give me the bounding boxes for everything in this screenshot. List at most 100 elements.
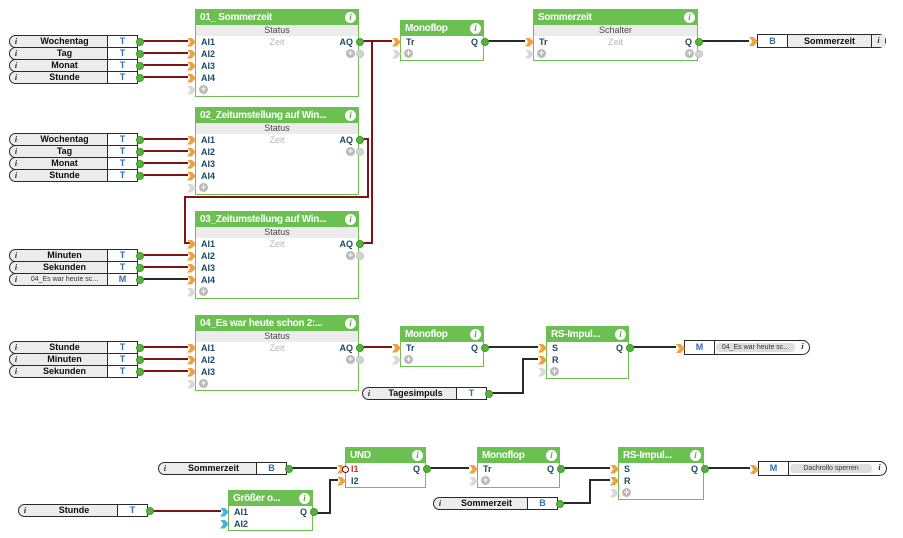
add-input-button[interactable]: + bbox=[199, 286, 208, 296]
add-output-connector[interactable] bbox=[356, 356, 364, 364]
add-input-button[interactable]: + bbox=[404, 354, 413, 364]
info-icon[interactable]: i bbox=[345, 214, 356, 225]
wire[interactable] bbox=[360, 346, 392, 348]
wire[interactable] bbox=[360, 138, 369, 140]
output-connector[interactable] bbox=[136, 50, 144, 58]
info-icon[interactable]: i bbox=[470, 23, 481, 34]
input-connector[interactable] bbox=[337, 464, 346, 474]
block-header[interactable]: 03_Zeitumstellung auf Win... i bbox=[196, 212, 358, 227]
output-connector[interactable] bbox=[423, 465, 431, 473]
input-connector[interactable] bbox=[187, 135, 196, 145]
wire[interactable] bbox=[184, 196, 369, 198]
add-output-connector[interactable] bbox=[356, 50, 364, 58]
function-block-02-zeitumstellung[interactable]: 02_Zeitumstellung auf Win... i Status AI… bbox=[187, 107, 364, 195]
add-input-button[interactable]: + bbox=[537, 48, 546, 58]
input-connector[interactable] bbox=[392, 37, 401, 47]
input-ref-minuten[interactable]: i Minuten T bbox=[9, 249, 144, 262]
input-connector[interactable] bbox=[676, 344, 685, 353]
wire[interactable] bbox=[143, 162, 188, 164]
output-connector[interactable] bbox=[136, 276, 144, 284]
wire[interactable] bbox=[143, 278, 188, 280]
add-output-connector[interactable] bbox=[356, 148, 364, 156]
input-connector[interactable] bbox=[187, 49, 196, 59]
wire[interactable] bbox=[143, 138, 188, 140]
block-header[interactable]: Größer o... i bbox=[229, 491, 312, 506]
info-icon[interactable]: i bbox=[546, 450, 557, 461]
output-connector[interactable] bbox=[136, 160, 144, 168]
input-ref-sommerzeit[interactable]: i Sommerzeit B bbox=[158, 462, 293, 475]
input-ref-es-war-heute-schon[interactable]: i 04_Es war heute sc... M bbox=[9, 273, 144, 286]
output-connector[interactable] bbox=[310, 508, 318, 516]
input-ref-stunde[interactable]: i Stunde T bbox=[9, 169, 144, 182]
input-connector[interactable] bbox=[469, 464, 478, 474]
wire[interactable] bbox=[143, 40, 188, 42]
add-output-connector[interactable] bbox=[695, 50, 703, 58]
wire[interactable] bbox=[143, 358, 188, 360]
wire[interactable] bbox=[184, 242, 190, 244]
wire[interactable] bbox=[143, 150, 188, 152]
function-block-04-es-war-heute-schon[interactable]: 04_Es war heute schon 2:... i Status AI1… bbox=[187, 315, 364, 391]
output-connector[interactable] bbox=[356, 38, 364, 46]
block-header[interactable]: Monoflop i bbox=[401, 21, 483, 36]
input-connector[interactable] bbox=[749, 37, 758, 46]
wire[interactable] bbox=[329, 479, 338, 481]
add-input-connector[interactable] bbox=[610, 488, 619, 498]
add-input-connector[interactable] bbox=[525, 49, 534, 59]
add-input-connector[interactable] bbox=[392, 49, 401, 59]
wire[interactable] bbox=[184, 196, 186, 244]
info-icon[interactable]: i bbox=[345, 12, 356, 23]
input-connector[interactable] bbox=[187, 73, 196, 83]
wire[interactable] bbox=[589, 479, 591, 504]
input-ref-stunde[interactable]: i Stunde T bbox=[18, 504, 154, 517]
output-connector[interactable] bbox=[136, 368, 144, 376]
input-connector[interactable] bbox=[187, 275, 196, 285]
wire[interactable] bbox=[143, 370, 188, 372]
input-connector[interactable] bbox=[337, 476, 346, 486]
output-connector[interactable] bbox=[481, 344, 489, 352]
wire[interactable] bbox=[487, 40, 525, 42]
add-input-button[interactable]: + bbox=[199, 84, 208, 94]
input-connector[interactable] bbox=[187, 367, 196, 377]
output-connector[interactable] bbox=[356, 240, 364, 248]
input-connector[interactable] bbox=[610, 476, 619, 486]
input-ref-stunde[interactable]: i Stunde T bbox=[9, 71, 144, 84]
output-ref-dachrollo-sperren[interactable]: M Dachrollo sperren i bbox=[750, 461, 887, 476]
add-output-button[interactable]: + bbox=[685, 48, 694, 58]
input-connector[interactable] bbox=[187, 251, 196, 261]
output-connector[interactable] bbox=[136, 344, 144, 352]
input-connector[interactable] bbox=[187, 355, 196, 365]
wire[interactable] bbox=[360, 40, 392, 42]
add-input-connector[interactable] bbox=[469, 476, 478, 486]
wire[interactable] bbox=[143, 266, 188, 268]
output-connector[interactable] bbox=[356, 136, 364, 144]
output-connector[interactable] bbox=[136, 148, 144, 156]
add-input-connector[interactable] bbox=[187, 183, 196, 193]
wire[interactable] bbox=[562, 467, 610, 469]
wire[interactable] bbox=[522, 358, 538, 360]
input-connector[interactable] bbox=[525, 37, 534, 47]
output-connector[interactable] bbox=[695, 38, 703, 46]
input-connector[interactable] bbox=[187, 239, 196, 249]
add-output-button[interactable]: + bbox=[346, 48, 355, 58]
info-icon[interactable]: i bbox=[684, 12, 695, 23]
output-connector[interactable] bbox=[136, 264, 144, 272]
output-connector[interactable] bbox=[485, 390, 493, 398]
block-header[interactable]: 01_ Sommerzeit i bbox=[196, 10, 358, 25]
input-connector[interactable] bbox=[187, 171, 196, 181]
wire[interactable] bbox=[367, 138, 369, 198]
wire[interactable] bbox=[486, 346, 538, 348]
input-ref-wochentag[interactable]: i Wochentag T bbox=[9, 35, 144, 48]
input-ref-tagesimpuls[interactable]: i Tagesimpuls T bbox=[362, 387, 493, 400]
block-header[interactable]: RS-Impul... i bbox=[547, 327, 628, 342]
output-connector[interactable] bbox=[701, 465, 709, 473]
output-ref-es-war-heute-schon[interactable]: M 04_Es war heute sc... i bbox=[676, 340, 810, 355]
wire[interactable] bbox=[631, 346, 676, 348]
output-connector[interactable] bbox=[481, 38, 489, 46]
add-input-connector[interactable] bbox=[187, 379, 196, 389]
